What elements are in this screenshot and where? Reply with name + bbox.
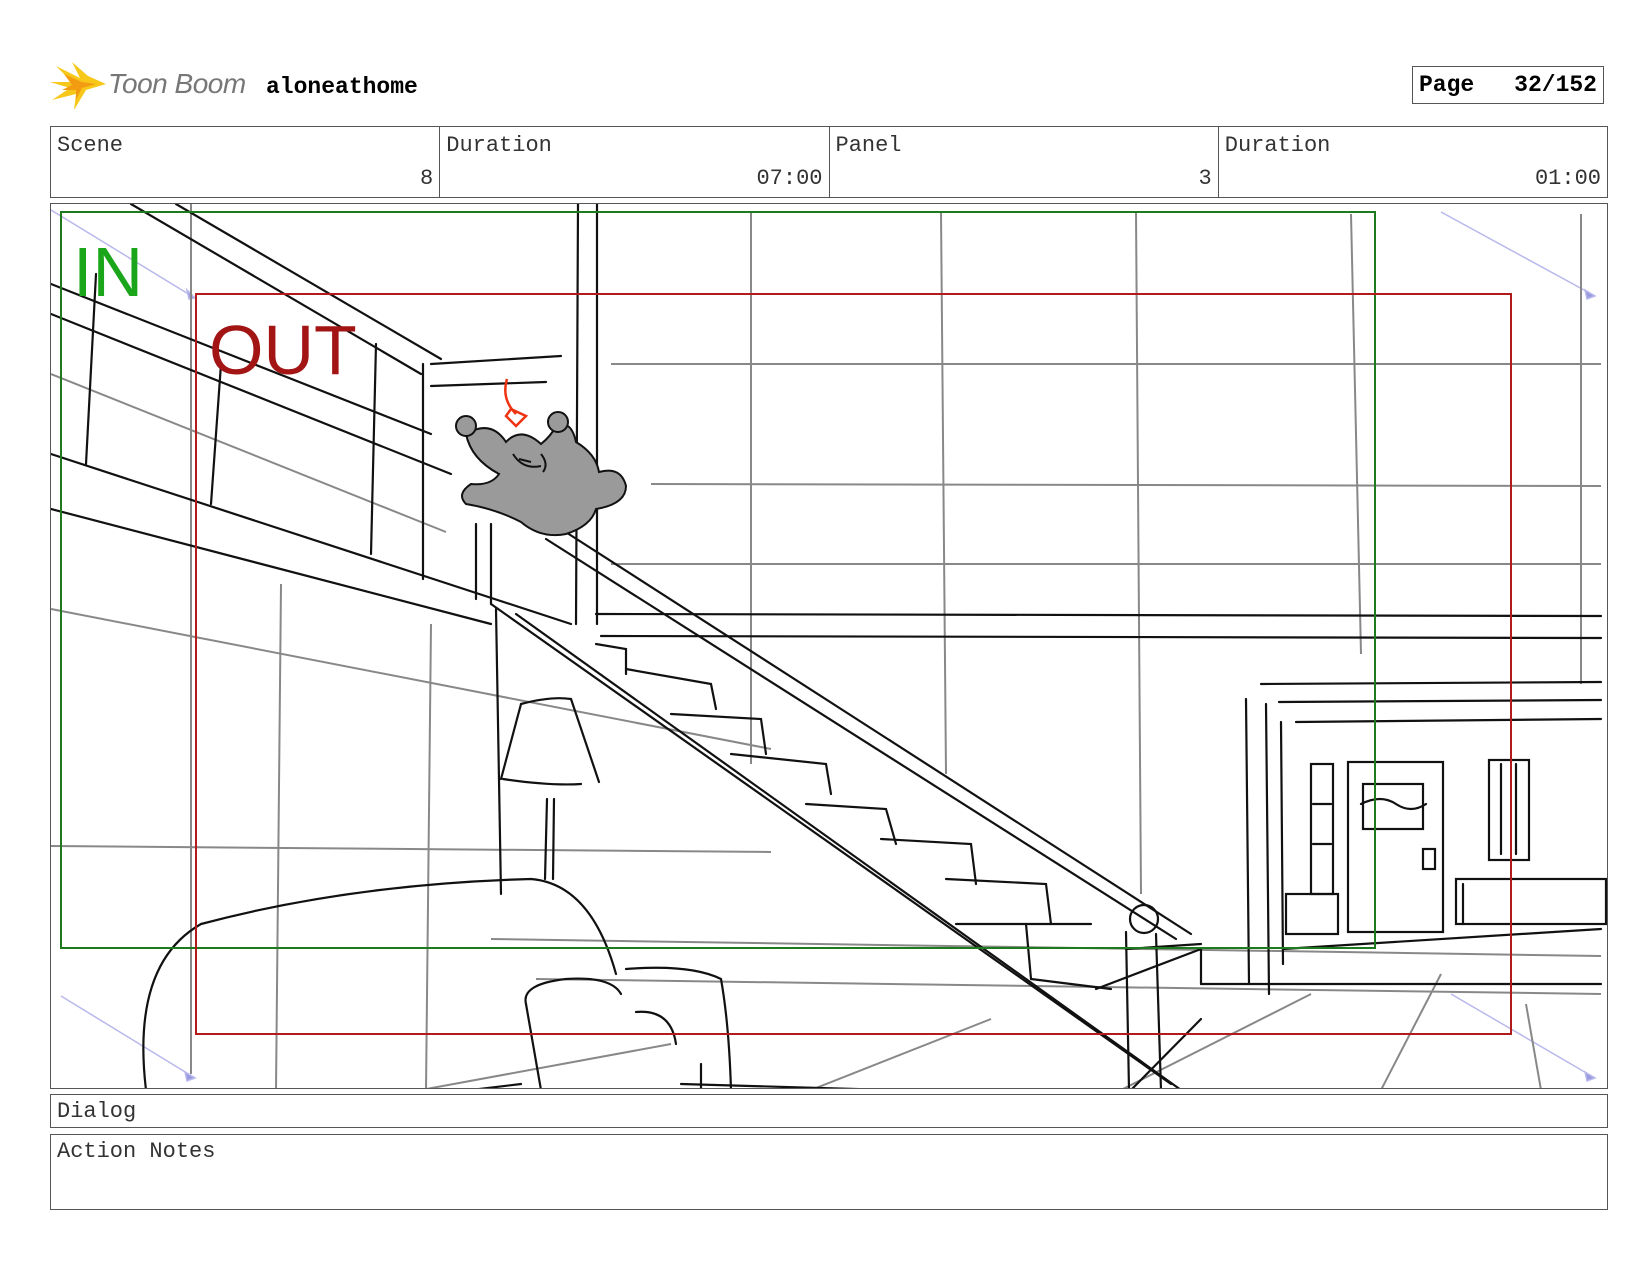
panel-cell[interactable]: Panel 3 [830, 127, 1219, 197]
panel-sketch: IN OUT [51, 204, 1607, 1088]
panel-info-row: Scene 8 Duration 07:00 Panel 3 Duration … [50, 126, 1608, 198]
storyboard-panel-image[interactable]: IN OUT [50, 203, 1608, 1089]
page-header: Toon Boom aloneathome Page 32/152 [50, 56, 1610, 112]
dialog-label: Dialog [57, 1099, 137, 1124]
scene-label: Scene [57, 133, 124, 158]
scene-duration-label: Duration [446, 133, 552, 158]
scene-cell[interactable]: Scene 8 [51, 127, 441, 197]
scene-value: 8 [420, 166, 434, 191]
page-number: 32/152 [1514, 72, 1597, 98]
starburst-icon [50, 62, 106, 110]
panel-duration-cell[interactable]: Duration 01:00 [1219, 127, 1607, 197]
action-notes-label: Action Notes [57, 1139, 216, 1164]
page-label: Page [1419, 72, 1475, 98]
panel-duration-value: 01:00 [1534, 166, 1601, 191]
in-label: IN [73, 233, 143, 311]
scene-duration-cell[interactable]: Duration 07:00 [440, 127, 830, 197]
toon-boom-logo: Toon Boom [50, 60, 250, 112]
camera-move-guides [51, 209, 1597, 1083]
character-sketch [455, 378, 628, 537]
action-notes-field[interactable]: Action Notes [50, 1134, 1608, 1210]
out-frame [195, 293, 1512, 1035]
out-label: OUT [209, 311, 357, 389]
scene-duration-value: 07:00 [756, 166, 823, 191]
page-indicator: Page 32/152 [1412, 66, 1604, 104]
dialog-field[interactable]: Dialog [50, 1094, 1608, 1128]
panel-label: Panel [835, 133, 902, 158]
set-sketch [51, 204, 1607, 1088]
project-title: aloneathome [266, 74, 418, 100]
panel-value: 3 [1198, 166, 1212, 191]
in-frame [60, 211, 1376, 949]
brand-name: Toon Boom [108, 68, 246, 99]
panel-duration-label: Duration [1224, 133, 1331, 158]
construction-lines [51, 204, 1602, 1088]
